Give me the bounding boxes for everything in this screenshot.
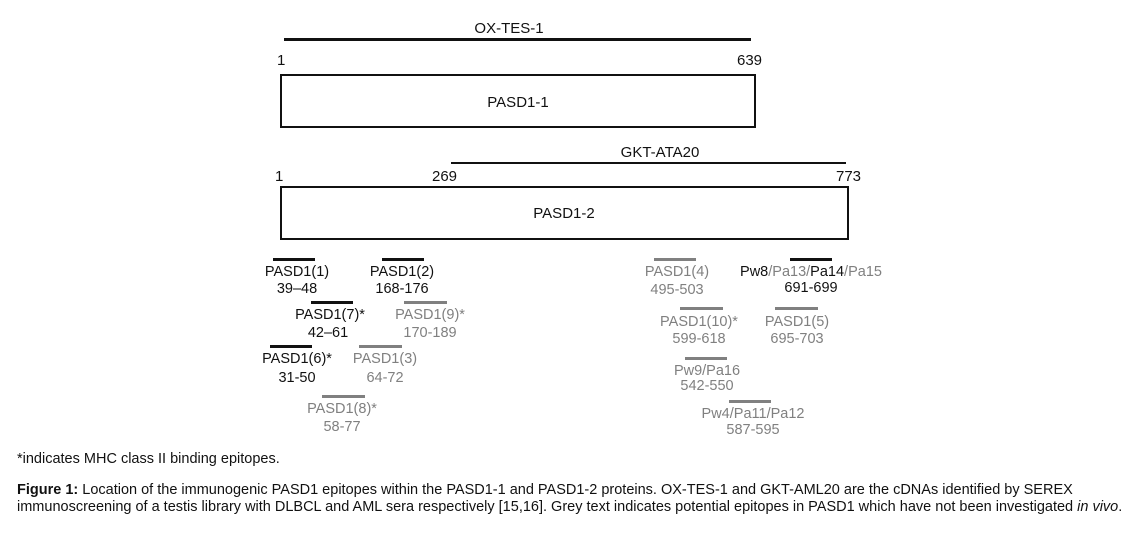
epitope-range: 587-595 [726, 422, 780, 438]
caption-text: Location of the immunogenic PASD1 epitop… [17, 482, 1078, 515]
epitope-bar [729, 400, 771, 403]
epitope-range: 542-550 [680, 378, 734, 394]
epitope-range: 495-503 [650, 282, 704, 298]
footnote: *indicates MHC class II binding epitopes… [17, 451, 280, 467]
epitope-bar [654, 258, 696, 261]
epitope-range: 64-72 [366, 370, 404, 386]
epitope-name: PASD1(1) [264, 264, 330, 280]
pasd1-1-end: 639 [737, 52, 763, 69]
caption-italic: in vivo [1077, 499, 1119, 515]
epitope-bar [680, 307, 723, 310]
epitope-name: PASD1(2) [369, 264, 435, 280]
epitope-name: Pw9/Pa16 [673, 363, 741, 379]
pasd1-1-box [280, 74, 756, 128]
epitope-bar [311, 301, 353, 304]
epitope-name: PASD1(5) [764, 314, 830, 330]
epitope-bar [404, 301, 447, 304]
epitope-name-part: /Pa13/ [768, 264, 811, 280]
ox-tes-1-line [284, 38, 751, 41]
pasd1-1-start: 1 [277, 52, 286, 69]
figure-caption: Figure 1: Location of the immunogenic PA… [17, 482, 1127, 516]
epitope-range: 691-699 [784, 280, 838, 296]
pasd1-2-label: PASD1-2 [533, 205, 595, 222]
epitope-bar [270, 345, 312, 348]
epitope-name-part: Pw8 [740, 264, 769, 280]
epitope-range: 170-189 [403, 325, 457, 341]
epitope-bar [790, 258, 832, 261]
gkt-ata20-label: GKT-ATA20 [620, 144, 700, 161]
epitope-bar [359, 345, 402, 348]
epitope-bar [322, 395, 365, 398]
pasd1-2-box [280, 186, 849, 240]
epitope-name: PASD1(10)* [660, 314, 738, 330]
epitope-name: PASD1(8)* [307, 401, 377, 417]
epitope-name: PASD1(9)* [395, 307, 465, 323]
epitope-bar [685, 357, 727, 360]
epitope-name-part: /Pa15 [844, 264, 882, 280]
epitope-name: PASD1(3) [352, 351, 418, 367]
epitope-range: 168-176 [375, 281, 429, 297]
epitope-range: 42–61 [307, 325, 349, 341]
epitope-name: Pw4/Pa11/Pa12 [701, 406, 805, 422]
epitope-range: 599-618 [672, 331, 726, 347]
epitope-bar [273, 258, 315, 261]
epitope-range: 39–48 [276, 281, 318, 297]
pasd1-2-start: 1 [275, 168, 284, 185]
caption-label: Figure 1: [17, 482, 79, 498]
epitope-name: PASD1(7)* [295, 307, 365, 323]
gkt-ata20-line [451, 162, 846, 164]
pasd1-2-mid: 269 [432, 168, 458, 185]
pasd1-1-label: PASD1-1 [487, 94, 549, 111]
caption-end: . [1118, 499, 1123, 515]
epitope-range: 58-77 [323, 419, 361, 435]
epitope-name: PASD1(4) [644, 264, 710, 280]
epitope-name: PASD1(6)* [262, 351, 332, 367]
epitope-name-part: Pa14 [810, 264, 845, 280]
epitope-range: 695-703 [770, 331, 824, 347]
ox-tes-1-label: OX-TES-1 [474, 20, 544, 37]
pasd1-2-end: 773 [836, 168, 862, 185]
epitope-bar [382, 258, 424, 261]
epitope-bar [775, 307, 818, 310]
epitope-range: 31-50 [278, 370, 316, 386]
epitope-name-mixed: Pw8/Pa13/Pa14/Pa15 [740, 264, 882, 280]
